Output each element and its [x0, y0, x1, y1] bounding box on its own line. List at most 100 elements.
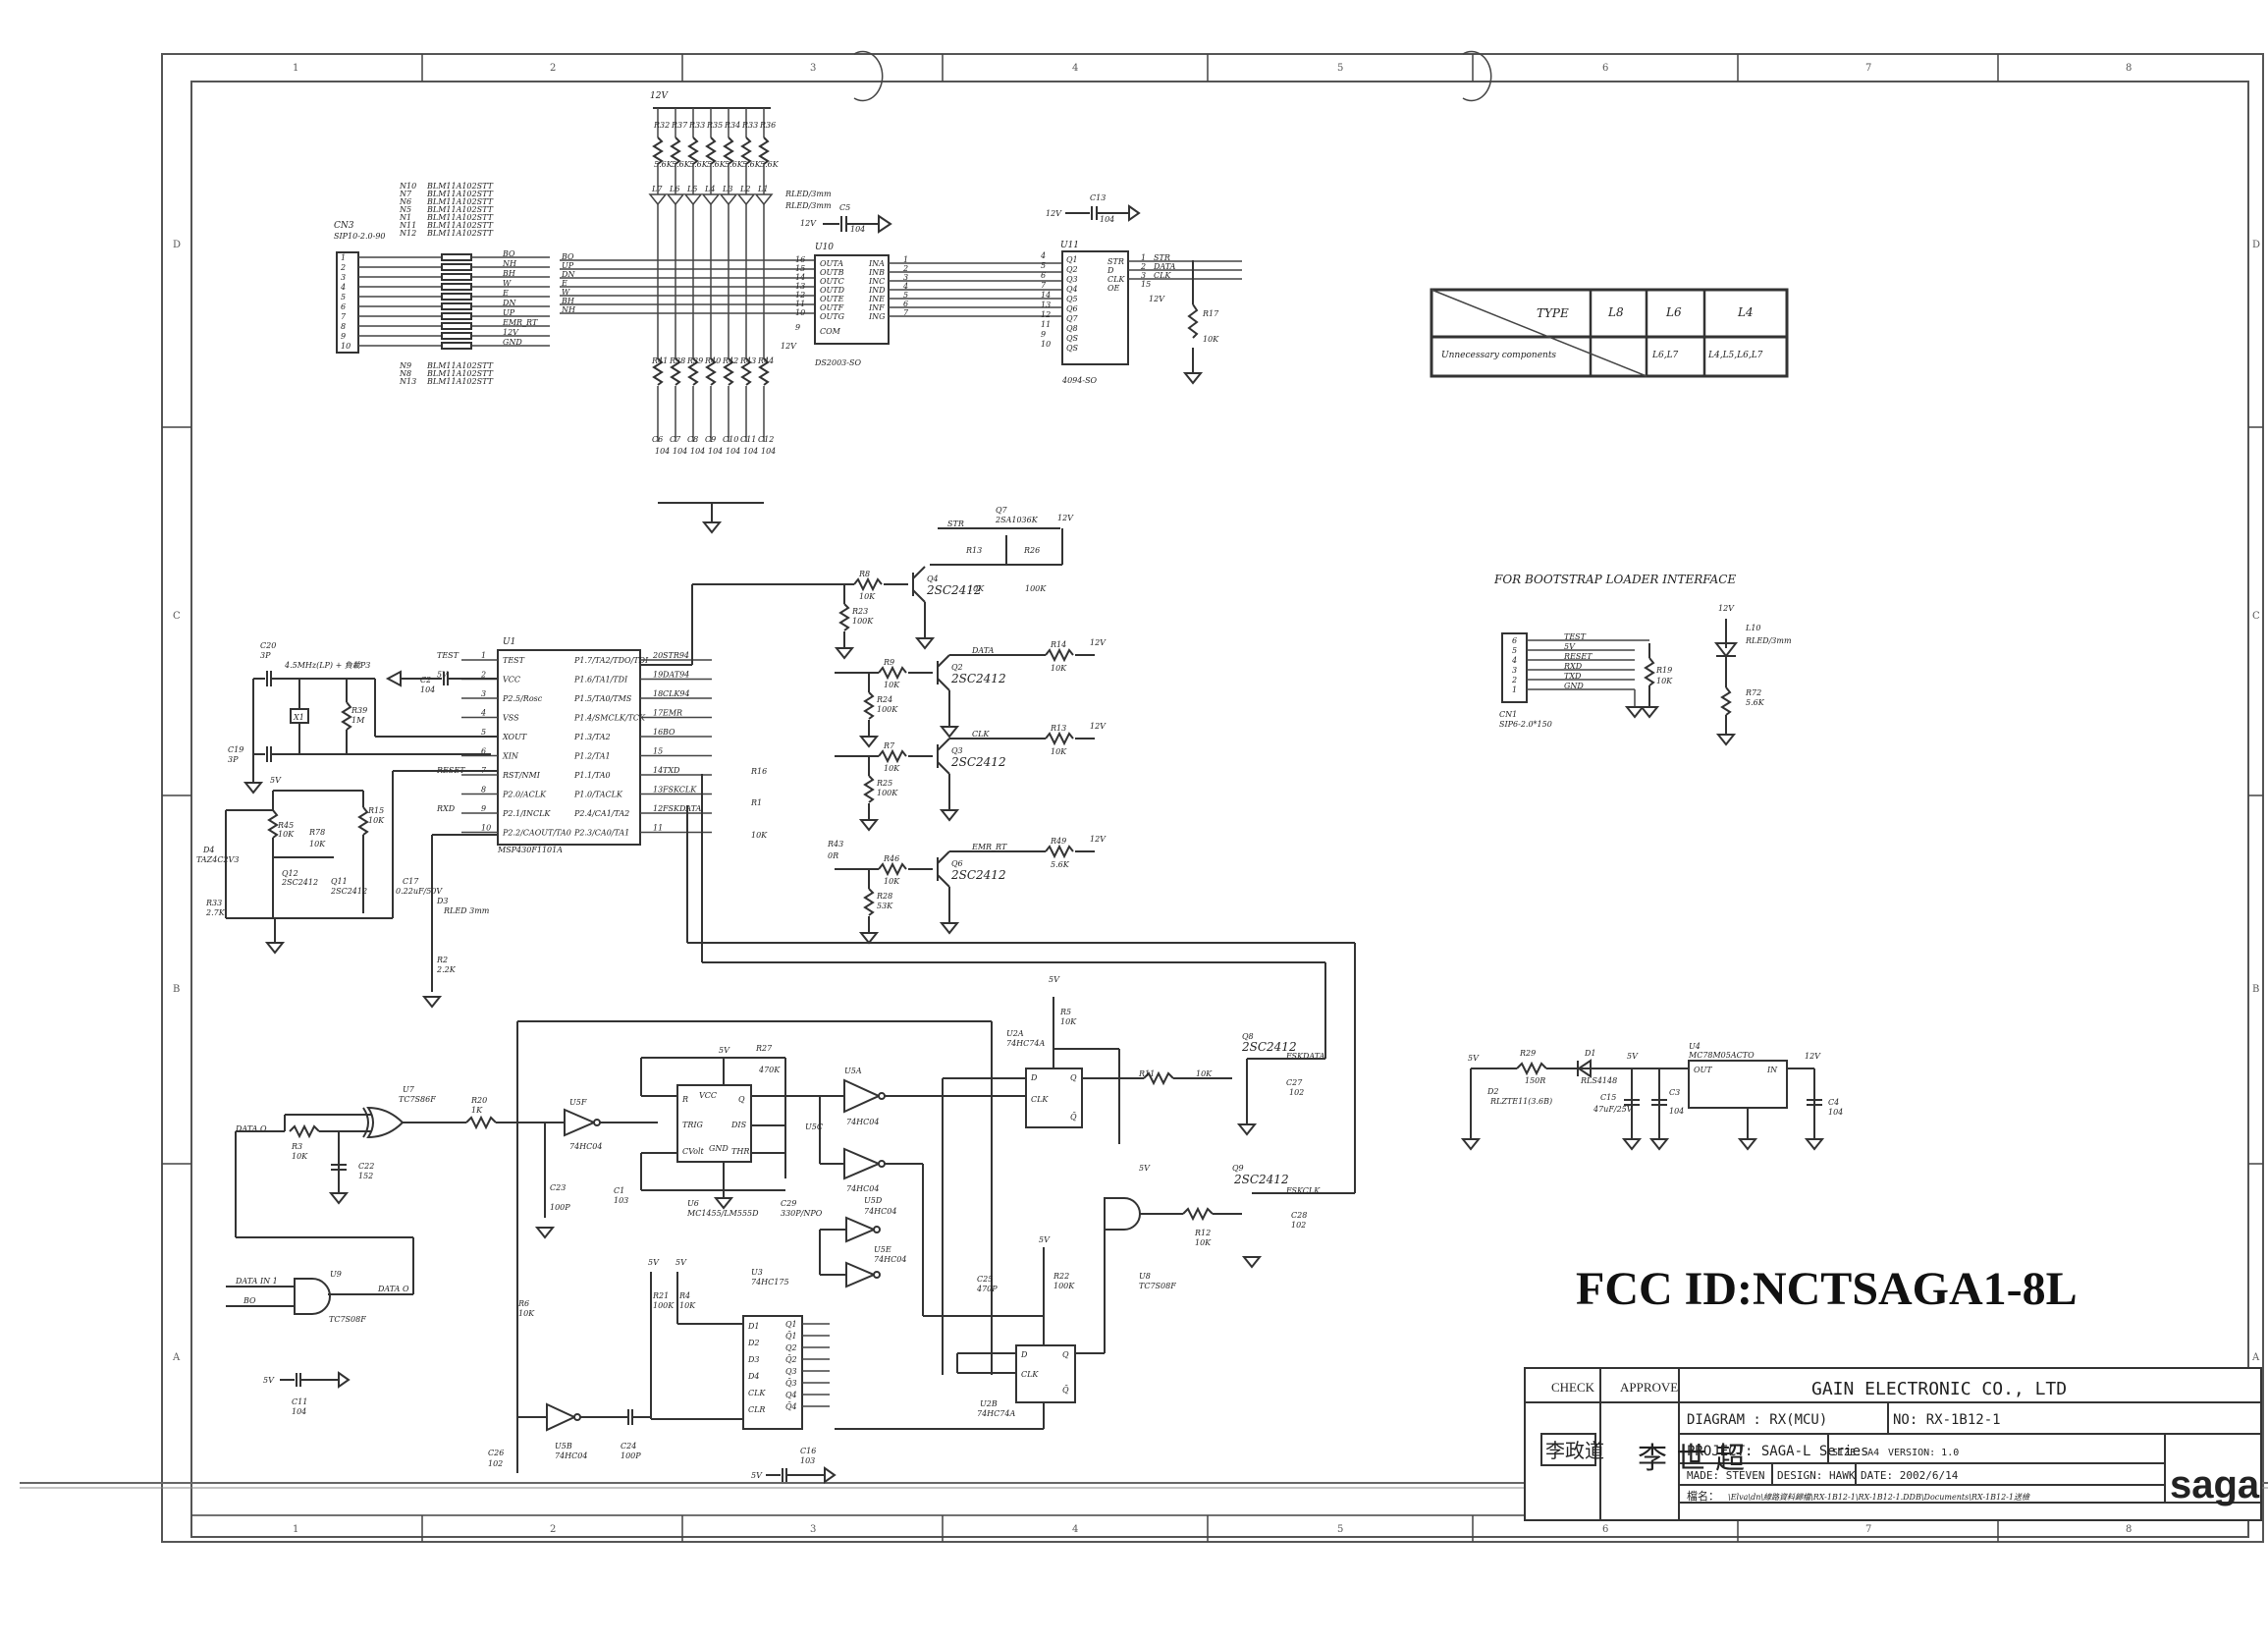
c13-cap: 12V C13 104 [1046, 193, 1141, 224]
driver-rb-val: 10K [859, 592, 876, 601]
driver-rp-val: 100K [877, 789, 898, 797]
bus-net-label: DN [561, 270, 575, 279]
r4-vcc: 5V [675, 1258, 687, 1267]
c26-val: 102 [488, 1459, 503, 1468]
u5b-part: 74HC04 [555, 1451, 587, 1460]
bus-net-label: NH [561, 305, 576, 314]
transistor-emitter [912, 589, 926, 603]
zone-3: 3 [810, 63, 816, 74]
driver-rc-val: 10K [1051, 747, 1067, 756]
driver-net-label: CLK [972, 730, 990, 739]
resistor [1045, 647, 1074, 663]
r19-ref: R19 [1655, 666, 1672, 675]
l10-vcc: 12V [1718, 604, 1735, 613]
cn1-net-label: RXD [1563, 662, 1583, 671]
filter-ref: N6 [399, 197, 411, 206]
u3-pin-name: D1 [747, 1322, 760, 1331]
l10-ref: L10 [1745, 624, 1761, 632]
filter-ref: N11 [399, 221, 416, 230]
u5e-part: 74HC04 [874, 1255, 906, 1264]
u9-in1: DATA IN 1 [235, 1277, 278, 1286]
filter-part: BLM11A102STT [426, 182, 494, 191]
driver-net-label: DATA [971, 646, 995, 655]
x1-part: 4.5MHz(LP) + 負載P3 [284, 661, 370, 670]
c1-ref: C1 [614, 1186, 624, 1195]
u11-pin-num: 3 [1141, 271, 1146, 280]
pulldown-ref: R44 [757, 356, 774, 365]
cn3-pin-num: 3 [341, 273, 346, 282]
u8-vcc: 5V [1139, 1164, 1151, 1173]
r5-ref: R5 [1059, 1008, 1071, 1016]
type-header: TYPE [1537, 306, 1569, 320]
q8-part: 2SC2412 [1241, 1040, 1297, 1054]
r22-ref: R22 [1053, 1272, 1069, 1281]
filter-ref: N7 [399, 190, 412, 198]
led-resistor-val: 5.6K [742, 160, 762, 169]
mcu-decoder-nets [640, 583, 1356, 992]
u11-pin-num: 4 [1040, 251, 1046, 260]
u6-pin-cv: CVolt [682, 1147, 705, 1156]
driver-q-part: 2SC2412 [950, 755, 1006, 769]
r39-ref: R39 [351, 706, 367, 715]
u11-pin-name: Q4 [1066, 285, 1078, 294]
u11-pin-num: 11 [1041, 320, 1051, 329]
u3-pin-name: CLK [748, 1389, 766, 1397]
driver-rb-val: 10K [884, 681, 900, 689]
r43-val: 0R [828, 851, 838, 860]
transistor-emitter [937, 761, 950, 775]
led-ref: L1 [757, 185, 768, 193]
ferrite-bead [441, 322, 472, 330]
u5f-ref: U5F [569, 1098, 587, 1107]
u10-pin-name: INA [868, 259, 885, 268]
r26-ref: R26 [1023, 546, 1040, 555]
u10-pin-name: INF [868, 303, 885, 312]
u2a-vcc: 5V [1049, 975, 1060, 984]
u3-pin-name: Q3 [785, 1367, 797, 1376]
u6-pin-trig: TRIG [682, 1121, 704, 1129]
r12-ref: R12 [1194, 1229, 1211, 1237]
u8-part: TC7S08F [1139, 1282, 1176, 1290]
pulldown-ref: R42 [722, 356, 738, 365]
c5-vcc: 12V [800, 219, 817, 228]
driver-q-ref: Q4 [927, 575, 939, 583]
u1-mcu: U1 TEST1TESTVCC25VP2.5/Rosc3VSS4XOUT5XIN… [436, 637, 712, 854]
r33-ref: R33 [205, 899, 222, 907]
u1-pin-num: 15 [653, 747, 663, 756]
led-resistor-val: 5.6K [689, 160, 709, 169]
u5d-inverter [845, 1216, 877, 1243]
u11-pin-name: Q5 [1066, 295, 1078, 303]
u10-com-pin: COM [820, 327, 841, 336]
u1-pin-num: 17 [653, 709, 664, 718]
u9-ref: U9 [330, 1270, 342, 1279]
u1-pin-num: 3 [481, 689, 486, 698]
c4-val: 104 [1828, 1108, 1843, 1117]
u10-pin-name: OUTD [820, 286, 845, 295]
cn3-body [336, 251, 359, 354]
u11-pin-name: Q7 [1066, 314, 1079, 323]
cn3-pin-num: 9 [341, 332, 346, 341]
c25-ref: C25 [977, 1275, 993, 1284]
cn1-pin-num: 5 [1512, 646, 1517, 655]
zone-5: 5 [1337, 63, 1343, 74]
u11-pin-num: 6 [1041, 271, 1046, 280]
c5-cap: 12V C5 104 [800, 203, 892, 234]
c16-ref: C16 [800, 1447, 816, 1455]
title-block: CHECK APPROVE GAIN ELECTRONIC CO., LTD D… [1524, 1367, 2262, 1521]
driver-rp-ref: R24 [876, 695, 892, 704]
u2b-pin-q: Q [1062, 1350, 1069, 1359]
cn3-net-label: BO [502, 249, 515, 258]
c2-val: 104 [420, 685, 435, 694]
driver-q-ref: Q2 [951, 663, 963, 672]
zone-1-bottom: 1 [293, 1524, 298, 1535]
q7-net: STR [947, 520, 964, 528]
filter-ref: N5 [399, 205, 411, 214]
u3-pin-name: Q1 [785, 1320, 797, 1329]
filter-part: BLM11A102STT [426, 213, 494, 222]
cn1-ref: CN1 [1499, 710, 1517, 719]
c19-val: 3P [228, 755, 239, 764]
tb-approve-label: APPROVE [1620, 1380, 1678, 1395]
transistor-collector [937, 738, 950, 751]
led-cap-ref: C7 [670, 435, 681, 444]
resistor [863, 691, 875, 720]
